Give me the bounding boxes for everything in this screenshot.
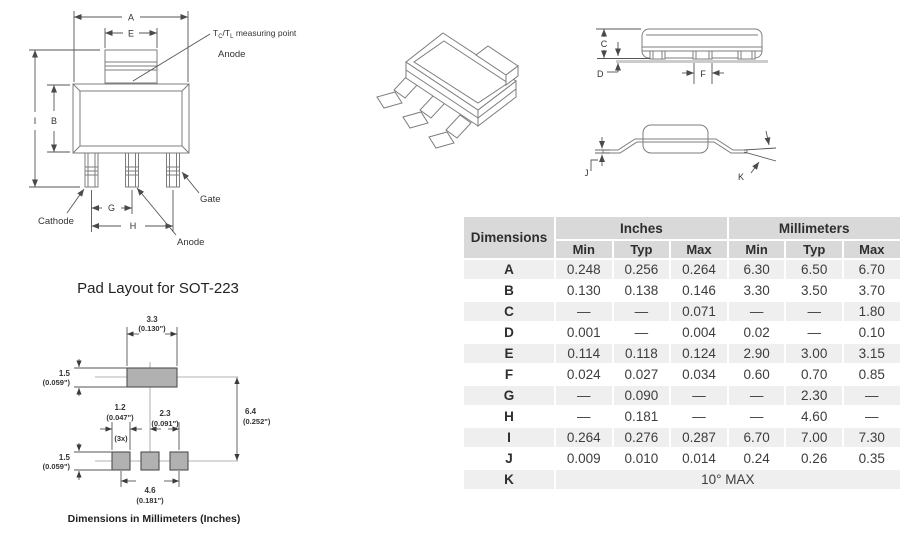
dim-label-d: D (597, 69, 604, 79)
row-width-in: (0.181") (136, 496, 164, 505)
pad-width-in: (0.047") (106, 413, 134, 422)
header-mm-typ: Typ (784, 239, 844, 260)
tab-height-mm: 1.5 (59, 369, 71, 378)
row-gap-in: (0.252") (243, 417, 271, 426)
lead-pad-1 (111, 451, 131, 471)
dim-label-a: A (128, 13, 134, 23)
table-subheader-row: Min Typ Max Min Typ Max (463, 239, 900, 260)
lead-pad-3 (169, 451, 189, 471)
iso-body (405, 32, 517, 128)
package-body (72, 83, 190, 154)
dim-E: E (104, 28, 158, 48)
pad-pitch-in: (0.091") (151, 419, 179, 428)
table-row: G—0.090——2.30— (462, 384, 900, 407)
profile-view: J K (585, 124, 777, 182)
header-millimeters: Millimeters (726, 215, 900, 241)
dim-label-h: H (130, 221, 137, 231)
table-row: H—0.181——4.60— (462, 405, 900, 428)
anode-lead-label: Anode (177, 237, 204, 248)
tab-width-in: (0.130") (138, 324, 166, 333)
dim-row-gap: 6.4 (0.252") (234, 377, 271, 461)
pad-layout-diagram: 3.3 (0.130") 1.5 (0.059") 6.4 (0.252") 1… (43, 315, 271, 505)
front-view-diagram: A E I B G (29, 11, 297, 248)
end-view-lead-stubs (649, 50, 756, 60)
dim-F: F (682, 63, 724, 84)
dim-label-e: E (128, 29, 134, 39)
side-view-diagrams: C D F (585, 28, 777, 182)
dim-J: J (585, 137, 610, 178)
dim-pad-width: 1.2 (0.047") (3x) (100, 403, 142, 450)
row-gap-mm: 6.4 (245, 407, 257, 416)
pad-pitch-mm: 2.3 (159, 409, 171, 418)
gate-label: Gate (200, 194, 221, 205)
header-in-max: Max (669, 239, 729, 260)
pad-layout-footer: Dimensions in Millimeters (Inches) (67, 513, 241, 525)
dim-pad-pitch: 2.3 (0.091") (150, 409, 180, 450)
dim-D: D (597, 42, 621, 79)
lead-pad-2 (140, 451, 160, 471)
package-tab (104, 49, 158, 84)
dim-label-f: F (700, 69, 706, 79)
cathode-label: Cathode (38, 216, 74, 227)
dim-label-b: B (51, 116, 57, 126)
tab-width-mm: 3.3 (146, 315, 158, 324)
pad-layout-title: Pad Layout for SOT-223 (77, 280, 239, 297)
measuring-point-label: TC/TL measuring point (213, 28, 297, 40)
table-header-row: Dimensions Inches Millimeters (462, 215, 900, 260)
k-span-cell: 10° MAX (554, 468, 900, 491)
pad-height-mm: 1.5 (59, 453, 71, 462)
dim-B: B (47, 84, 70, 153)
pad-height-in: (0.059") (43, 462, 71, 471)
header-in-typ: Typ (611, 239, 672, 260)
dim-A: A (73, 11, 189, 82)
annotation-measuring-point: TC/TL measuring point Anode (132, 28, 297, 82)
header-mm-max: Max (841, 239, 900, 260)
tab-pad (126, 367, 178, 388)
header-dimensions: Dimensions (462, 215, 556, 260)
package-leads (84, 152, 180, 188)
annotation-cathode: Cathode (38, 188, 85, 227)
isometric-view (376, 32, 519, 149)
iso-tab (475, 45, 519, 86)
anode-tab-label: Anode (218, 49, 245, 60)
header-in-min: Min (554, 239, 614, 260)
dim-tab-height: 1.5 (0.059") (43, 359, 127, 396)
dim-tab-width: 3.3 (0.130") (126, 315, 178, 366)
table-row: C——0.071——1.80 (462, 300, 900, 323)
row-width-mm: 4.6 (144, 486, 156, 495)
dim-pad-height: 1.5 (0.059") (43, 443, 112, 480)
dim-I: I (29, 49, 100, 188)
pad-width-mm: 1.2 (114, 403, 126, 412)
end-view: C D F (596, 28, 768, 84)
dim-label-i: I (34, 116, 37, 126)
dim-label-g: G (108, 203, 115, 213)
annotation-anode: Anode (136, 187, 204, 248)
dim-label-k: K (738, 172, 744, 182)
header-inches: Inches (554, 215, 729, 241)
dimensions-table: Dimensions Inches Millimeters Min Typ Ma… (462, 215, 900, 491)
pad-count: (3x) (114, 434, 128, 443)
tab-height-in: (0.059") (43, 378, 71, 387)
annotation-gate: Gate (181, 171, 221, 205)
dim-label-c: C (601, 39, 608, 49)
dim-label-j: J (585, 168, 589, 178)
header-mm-min: Min (726, 239, 787, 260)
dim-K: K (738, 130, 777, 182)
dim-C: C (596, 28, 641, 58)
dim-row-width: 4.6 (0.181") (120, 471, 180, 505)
